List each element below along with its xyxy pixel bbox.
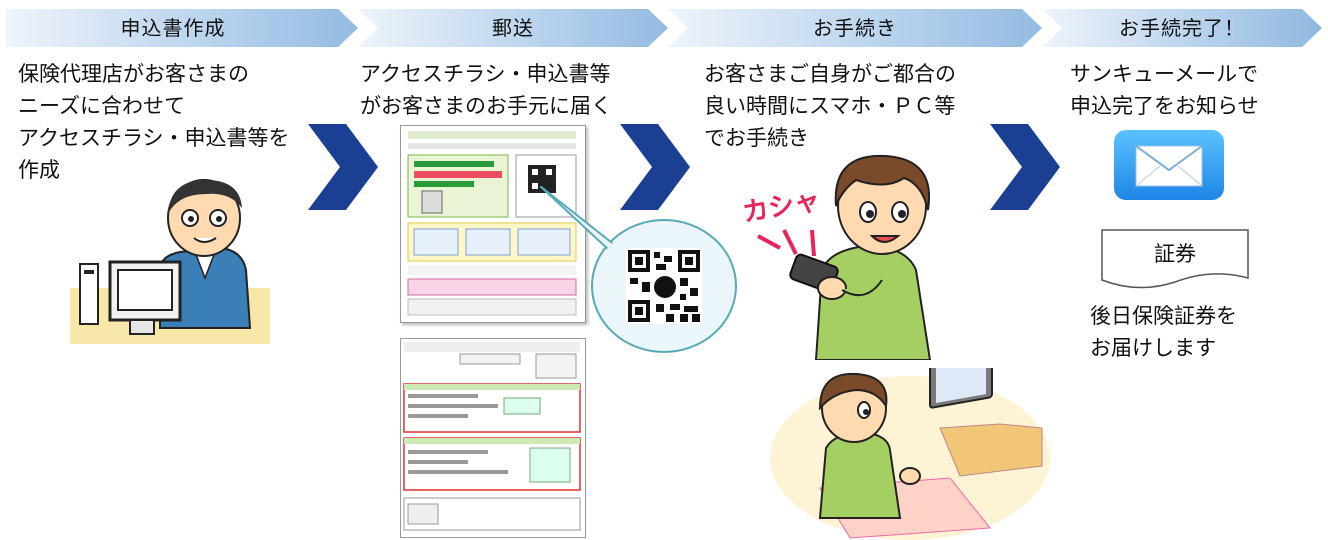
shutter-lines-icon <box>757 229 816 257</box>
banner-chevron <box>668 9 1042 47</box>
flyer-graphics <box>407 131 577 316</box>
flow-arrow-icon <box>620 124 690 210</box>
boy-with-laptop-illustration <box>770 368 1050 540</box>
desc-line: サンキューメールで <box>1070 62 1259 86</box>
banner-chevron <box>1042 9 1322 47</box>
step-description-4: サンキューメールで 申込完了をお知らせ <box>1070 58 1259 122</box>
step-title: お手続き <box>813 16 897 40</box>
certificate-label: 証券 <box>1154 242 1196 266</box>
completion-note: 後日保険証券を お届けします <box>1090 300 1237 364</box>
step-description-3: お客さまご自身がご都合の 良い時間にスマホ・ＰＣ等 でお手続き <box>704 58 956 154</box>
mail-icon <box>1114 130 1224 200</box>
note-line: お届けします <box>1090 336 1216 360</box>
desc-line: 作成 <box>18 158 60 182</box>
flow-arrow-icon <box>308 124 378 210</box>
flow-arrow-icon <box>990 124 1060 210</box>
desc-line: 良い時間にスマホ・ＰＣ等 <box>704 94 956 118</box>
qr-code-icon <box>626 248 702 324</box>
note-line: 後日保険証券を <box>1090 304 1237 328</box>
agent-at-computer-illustration <box>70 179 270 344</box>
desc-line: ニーズに合わせて <box>18 94 185 118</box>
step-description-2: アクセスチラシ・申込書等 がお客さまのお手元に届く <box>360 58 612 122</box>
banner-chevron <box>6 9 358 47</box>
desc-line: アクセスチラシ・申込書等 <box>360 62 611 86</box>
step-banner-4: お手続完了！ <box>1042 9 1322 47</box>
step-description-1: 保険代理店がお客さまの ニーズに合わせて アクセスチラシ・申込書等を 作成 <box>18 58 290 186</box>
step-banner-3: お手続き <box>668 9 1042 47</box>
step-title: 郵送 <box>492 16 534 40</box>
desc-line: アクセスチラシ・申込書等を <box>18 126 290 150</box>
desc-line: でお手続き <box>704 126 809 150</box>
form-graphics <box>403 342 581 531</box>
step-title: 申込書作成 <box>120 16 226 40</box>
desc-line: がお客さまのお手元に届く <box>360 94 612 118</box>
banner-chevron <box>358 9 668 47</box>
desc-line: 保険代理店がお客さまの <box>18 62 249 86</box>
certificate-document-icon <box>1101 229 1249 289</box>
boy-with-smartphone-illustration <box>789 154 932 360</box>
desc-line: お客さまご自身がご都合の <box>704 62 956 86</box>
step-title: お手続完了！ <box>1119 16 1245 40</box>
step-banner-1: 申込書作成 <box>6 9 358 47</box>
step-banner-2: 郵送 <box>358 9 668 47</box>
desc-line: 申込完了をお知らせ <box>1070 94 1259 118</box>
